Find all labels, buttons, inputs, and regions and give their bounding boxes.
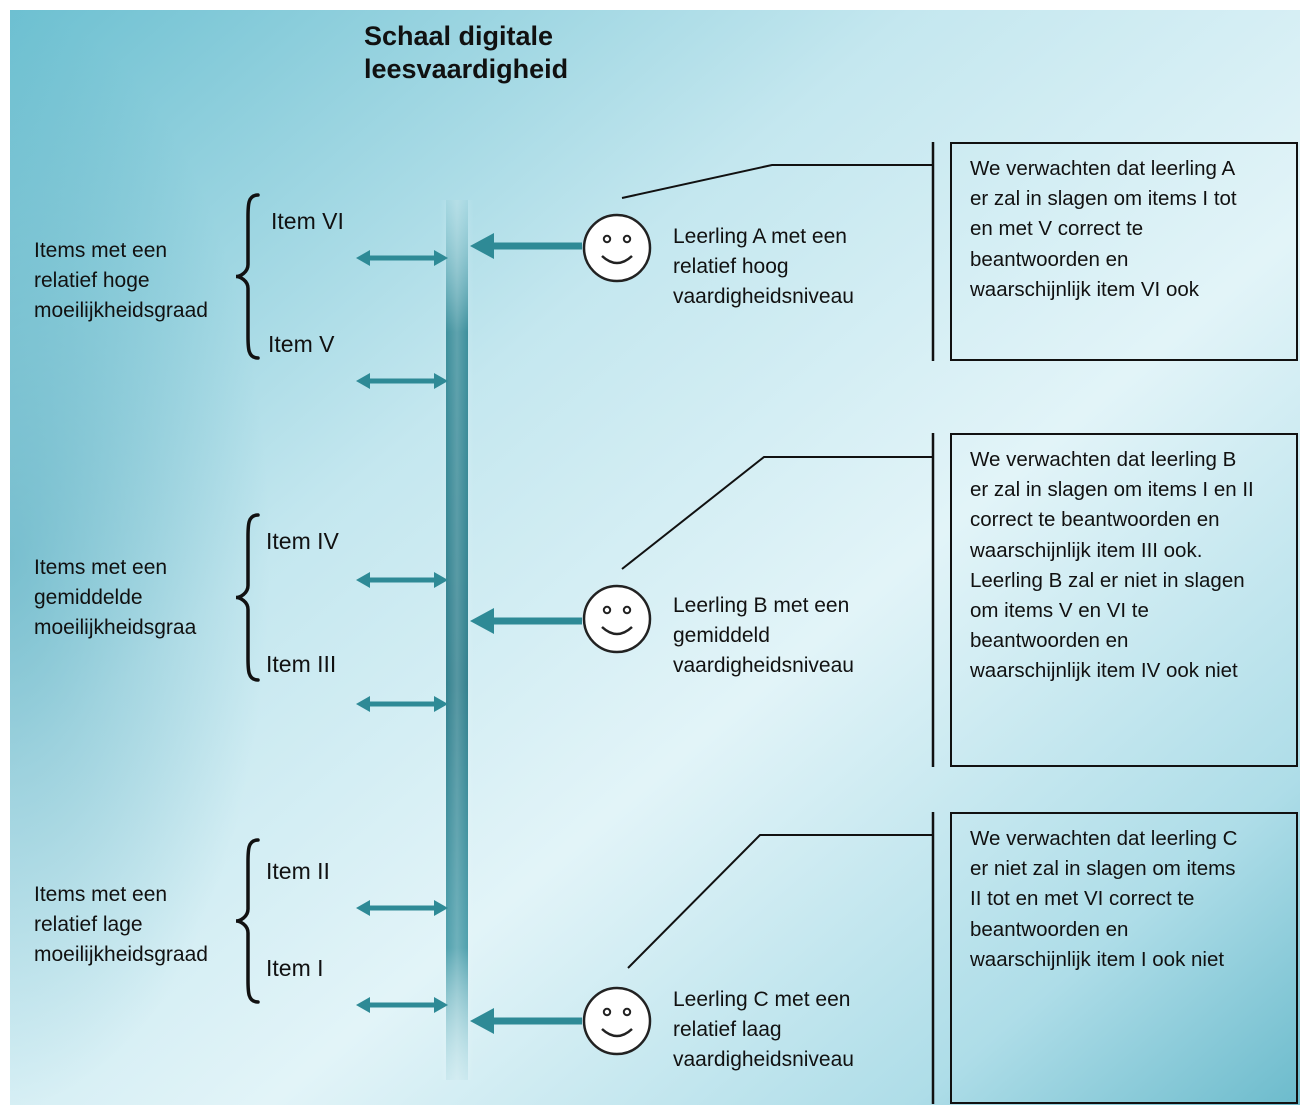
group-mid-line-2: gemiddelde: [34, 586, 143, 609]
expectation-box-c: We verwachten dat leerling C er niet zal…: [950, 812, 1298, 1104]
title-line-1: Schaal digitale: [364, 21, 554, 51]
student-arrow-icon: [470, 233, 582, 259]
expectation-c-line-2: er niet zal in slagen om items: [970, 857, 1236, 881]
student-b-line-2: gemiddeld: [673, 624, 770, 647]
item-label-iv: Item IV: [266, 528, 339, 554]
student-a-line-1: Leerling A met een: [673, 225, 847, 248]
item-label-vi: Item VI: [271, 208, 344, 234]
expectation-b-line-4: waarschijnlijk item III ook.: [970, 538, 1203, 562]
student-b-label: Leerling B met een gemiddeld vaardigheid…: [673, 591, 854, 681]
connector-line: [621, 164, 933, 199]
group-high-line-2: relatief hoge: [34, 269, 150, 292]
expectation-b-line-7: beantwoorden en: [970, 629, 1129, 653]
group-low-line-1: Items met een: [34, 883, 168, 906]
double-arrow-icon: [356, 373, 448, 389]
student-a-label: Leerling A met een relatief hoog vaardig…: [673, 222, 854, 312]
title-line-2: leesvaardigheid: [364, 54, 569, 84]
student-c-line-3: vaardigheidsniveau: [673, 1048, 854, 1071]
student-c-label: Leerling C met een relatief laag vaardig…: [673, 985, 854, 1075]
expectation-c-line-3: II tot en met VI correct te: [970, 887, 1195, 911]
connector-line: [621, 456, 933, 570]
expectation-a-text: We verwachten dat leerling A er zal in s…: [970, 154, 1290, 305]
double-arrow-icon: [356, 696, 448, 712]
student-arrow-icon: [470, 608, 582, 634]
double-arrow-icon: [356, 250, 448, 266]
expectation-b-line-2: er zal in slagen om items I en II: [970, 478, 1254, 502]
expectation-b-line-5: Leerling B zal er niet in slagen: [970, 568, 1245, 592]
item-label-ii: Item II: [266, 858, 330, 884]
braces: [235, 193, 260, 1004]
item-label-v: Item V: [268, 331, 335, 357]
group-low-line-2: relatief lage: [34, 913, 143, 936]
expectation-box-a: We verwachten dat leerling A er zal in s…: [950, 142, 1298, 361]
expectation-b-line-6: om items V en VI te: [970, 599, 1149, 623]
diagram-title: Schaal digitale leesvaardigheid: [364, 20, 568, 86]
expectation-c-line-1: We verwachten dat leerling C: [970, 827, 1238, 850]
double-arrow-icon: [356, 997, 448, 1013]
group-mid-line-1: Items met een: [34, 556, 168, 579]
expectation-b-line-8: waarschijnlijk item IV ook niet: [970, 659, 1238, 683]
expectation-b-text: We verwachten dat leerling B er zal in s…: [970, 445, 1290, 687]
curly-brace-icon: [235, 838, 260, 1004]
expectation-a-line-5: waarschijnlijk item VI ook: [970, 277, 1199, 301]
group-low-line-3: moeilijkheidsgraad: [34, 943, 208, 966]
expectation-a-line-3: en met V correct te: [970, 217, 1144, 241]
expectation-c-line-5: waarschijnlijk item I ook niet: [970, 947, 1225, 971]
smiley-face-icon: [582, 213, 652, 283]
expectation-b-line-1: We verwachten dat leerling B: [970, 448, 1237, 471]
group-mid-line-3: moeilijkheidsgraa: [34, 616, 197, 639]
student-arrows: [470, 233, 582, 1034]
double-arrow-icon: [356, 900, 448, 916]
expectation-b-line-3: correct te beantwoorden en: [970, 508, 1220, 532]
smiley-face-icon: [582, 584, 652, 654]
item-label-iii: Item III: [266, 651, 337, 677]
item-arrows: [356, 250, 448, 1013]
scale-bar-highlight: [440, 200, 474, 1080]
double-arrow-icon: [356, 572, 448, 588]
student-a-line-3: vaardigheidsniveau: [673, 285, 854, 308]
expectation-c-line-4: beantwoorden en: [970, 917, 1129, 941]
student-faces: [582, 213, 652, 1056]
expectation-box-b: We verwachten dat leerling B er zal in s…: [950, 433, 1298, 767]
student-b-line-1: Leerling B met een: [673, 594, 850, 617]
student-c-line-2: relatief laag: [673, 1018, 782, 1041]
expectation-a-line-1: We verwachten dat leerling A: [970, 157, 1236, 180]
curly-brace-icon: [235, 193, 260, 360]
group-low-label: Items met een relatief lage moeilijkheid…: [34, 880, 208, 970]
group-high-label: Items met een relatief hoge moeilijkheid…: [34, 236, 208, 326]
curly-brace-icon: [235, 513, 260, 682]
expectation-a-line-2: er zal in slagen om items I tot: [970, 187, 1237, 211]
student-a-line-2: relatief hoog: [673, 255, 789, 278]
item-label-i: Item I: [266, 955, 324, 981]
connector-line: [627, 834, 933, 969]
group-mid-label: Items met een gemiddelde moeilijkheidsgr…: [34, 553, 196, 643]
student-c-line-1: Leerling C met een: [673, 988, 851, 1011]
expectation-a-line-4: beantwoorden en: [970, 247, 1129, 271]
group-high-line-3: moeilijkheidsgraad: [34, 299, 208, 322]
expectation-c-text: We verwachten dat leerling C er niet zal…: [970, 824, 1290, 975]
student-arrow-icon: [470, 1008, 582, 1034]
student-b-line-3: vaardigheidsniveau: [673, 654, 854, 677]
smiley-face-icon: [582, 986, 652, 1056]
connector-lines: [621, 142, 935, 1104]
group-high-line-1: Items met een: [34, 239, 168, 262]
